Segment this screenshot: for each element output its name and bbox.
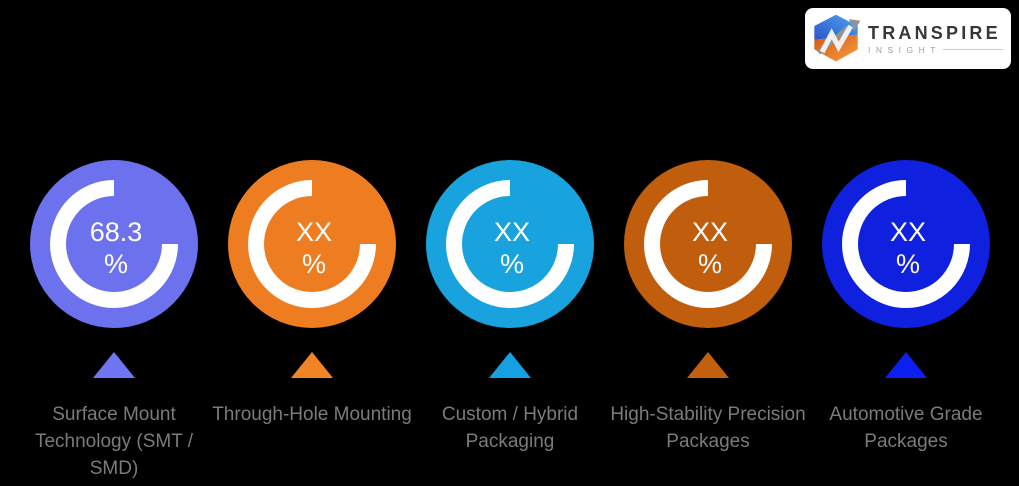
gauge-value: XX (493, 217, 531, 247)
progress-arc-icon (842, 180, 970, 308)
gauge-value-block: XX % (494, 216, 530, 280)
gauge-value-block: XX % (692, 216, 728, 280)
pointer-triangle-icon (93, 352, 135, 378)
gauge-value: XX (889, 217, 927, 247)
logo-tagline-rule (942, 49, 1003, 50)
gauge-label: Surface Mount Technology (SMT / SMD) (34, 404, 194, 479)
logo-brand-name: TRANSPIRE (868, 22, 1001, 43)
gauge-surface-mount: 68.3 % Surface Mount Technology (SMT / S… (15, 160, 213, 480)
gauge-unit: % (895, 249, 920, 279)
donut-circle-automotive: XX % (822, 160, 990, 328)
pointer-triangle-icon (291, 352, 333, 378)
gauge-label: Custom / Hybrid Packaging (441, 404, 579, 452)
pointer-triangle-icon (885, 352, 927, 378)
donut-circle-surface-mount: 68.3 % (30, 160, 198, 328)
gauge-unit: % (301, 249, 326, 279)
logo-text-block: TRANSPIRE INSIGHT (868, 23, 1003, 55)
gauge-through-hole: XX % Through-Hole Mounting (212, 160, 412, 480)
gauge-value-block: 68.3 % (90, 216, 143, 280)
gauge-label: Automotive Grade Packages (829, 404, 983, 452)
progress-arc-icon (446, 180, 574, 308)
gauge-label: High-Stability Precision Packages (610, 404, 806, 452)
donut-circle-high-stability: XX % (624, 160, 792, 328)
progress-arc-icon (644, 180, 772, 308)
logo: TRANSPIRE INSIGHT (805, 8, 1011, 69)
donut-circle-custom-hybrid: XX % (426, 160, 594, 328)
logo-hexagon-arrow-icon (814, 14, 861, 62)
gauge-custom-hybrid: XX % Custom / Hybrid Packaging (411, 160, 609, 480)
gauge-high-stability: XX % High-Stability Precision Packages (609, 160, 807, 480)
progress-arc-icon (50, 180, 178, 308)
gauge-automotive: XX % Automotive Grade Packages (807, 160, 1005, 480)
pointer-triangle-icon (687, 352, 729, 378)
logo-tagline: INSIGHT (868, 44, 941, 55)
pointer-triangle-icon (489, 352, 531, 378)
gauge-value-block: XX % (890, 216, 926, 280)
gauge-value: 68.3 (89, 217, 143, 247)
donut-circle-through-hole: XX % (228, 160, 396, 328)
gauge-label: Through-Hole Mounting (212, 404, 412, 425)
logo-tagline-row: INSIGHT (868, 45, 1003, 55)
gauge-value: XX (691, 217, 729, 247)
gauge-value: XX (295, 217, 333, 247)
gauge-value-block: XX % (296, 216, 332, 280)
gauge-unit: % (103, 249, 128, 279)
gauge-unit: % (499, 249, 524, 279)
progress-arc-icon (248, 180, 376, 308)
gauge-unit: % (697, 249, 722, 279)
